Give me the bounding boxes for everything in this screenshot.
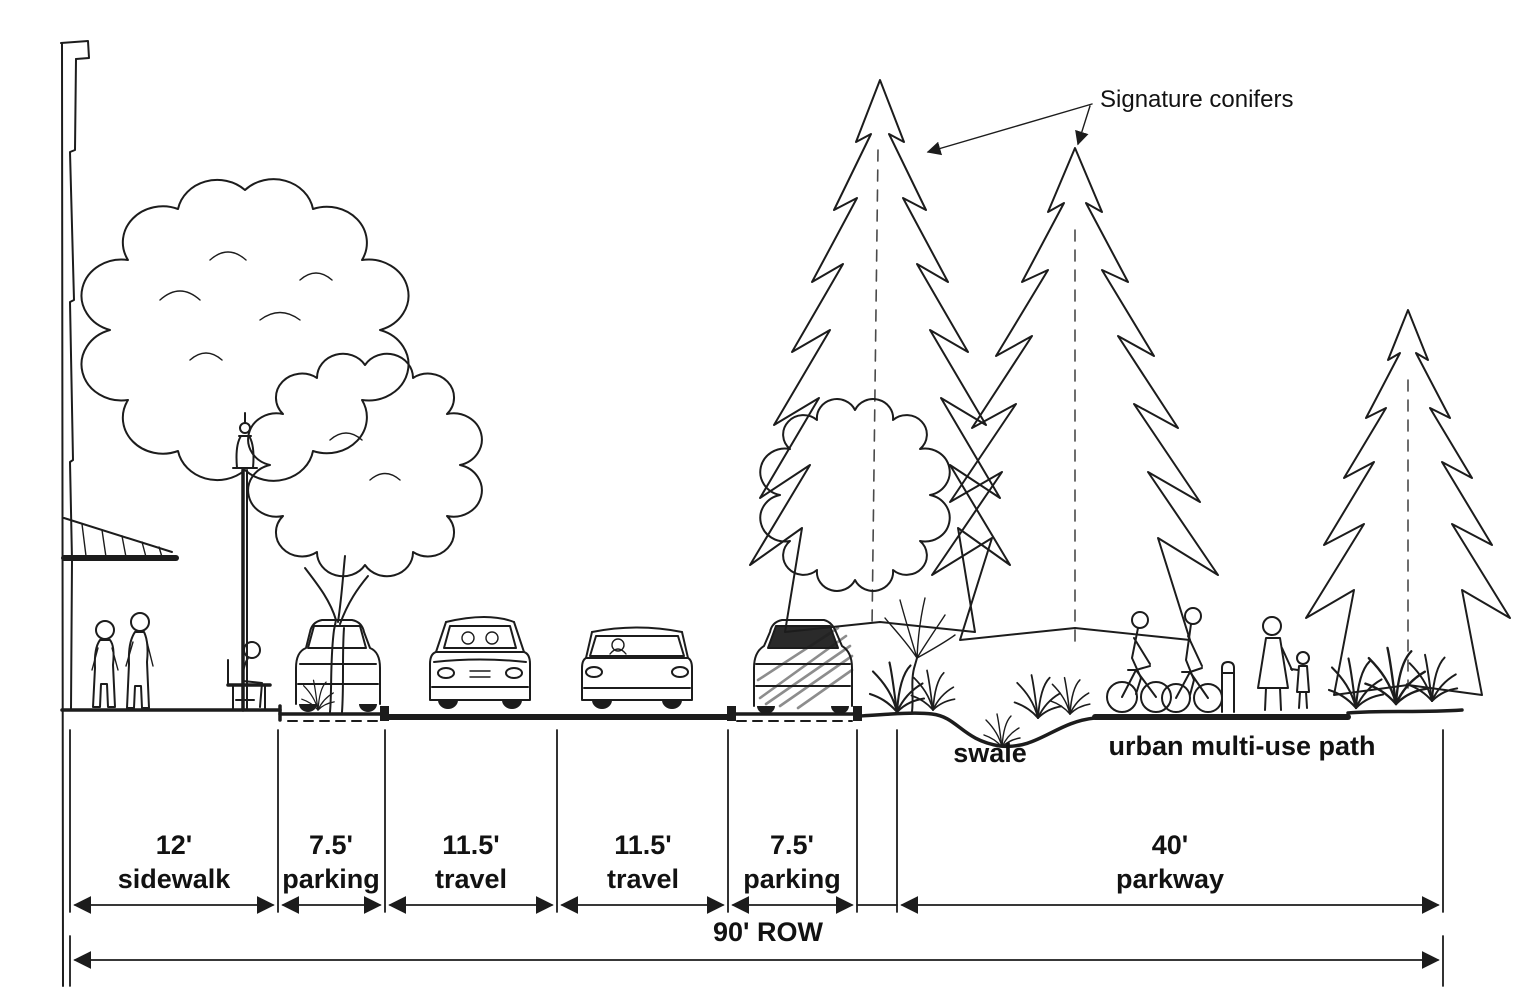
dimension-label-travel-left: 11.5' travel: [435, 828, 507, 896]
bollard: [1221, 661, 1235, 713]
row-total-label: 90' ROW: [713, 917, 823, 947]
pedestrians-path: [1257, 616, 1310, 711]
dimension-width: 40': [1151, 830, 1189, 860]
ground-surfaces: [60, 704, 1464, 749]
dimension-name: sidewalk: [117, 864, 231, 894]
dimension-label-parkway: 40' parkway: [1116, 828, 1224, 896]
street-tree-trunk: [304, 555, 369, 713]
travel-car-1: [429, 616, 531, 709]
dimension-width: 11.5': [442, 830, 500, 860]
building-wall: [60, 40, 179, 987]
conifer-right: [1305, 309, 1511, 696]
swale-label: swale: [953, 738, 1027, 768]
dimension-name: parkway: [1115, 864, 1225, 894]
deciduous-tree-large: [80, 178, 410, 482]
conifer-center: [931, 147, 1219, 651]
conifer-left: [749, 79, 1011, 633]
signature-conifers-label: Signature conifers: [1100, 86, 1294, 113]
dimension-label-sidewalk: 12' sidewalk: [118, 828, 231, 896]
dimension-name: travel: [434, 864, 508, 894]
travel-car-2: [581, 626, 693, 709]
swale-shrub-tree: [759, 398, 956, 713]
dimension-name: travel: [606, 864, 680, 894]
dimension-width: 11.5': [614, 830, 672, 860]
annotation-arrow-lines: [926, 103, 1093, 156]
parked-car-right: [753, 619, 854, 714]
parked-car-left: [295, 619, 381, 712]
dimension-label-parking-right: 7.5' parking: [743, 828, 841, 896]
dimension-width: 7.5': [770, 830, 814, 860]
pedestrians-sidewalk: [91, 612, 154, 709]
cyclists: [1106, 607, 1223, 713]
dimension-width: 7.5': [309, 830, 353, 860]
dimension-width: 12': [155, 830, 193, 860]
dimension-label-travel-right: 11.5' travel: [607, 828, 679, 896]
dimension-label-parking-left: 7.5' parking: [282, 828, 380, 896]
bench-person: [226, 641, 272, 710]
multi-use-path-label: urban multi-use path: [1108, 731, 1376, 761]
dimension-lines: [69, 729, 1444, 987]
deciduous-tree-small: [247, 352, 483, 578]
dimension-name: parking: [282, 864, 380, 894]
dimension-name: parking: [743, 864, 841, 894]
